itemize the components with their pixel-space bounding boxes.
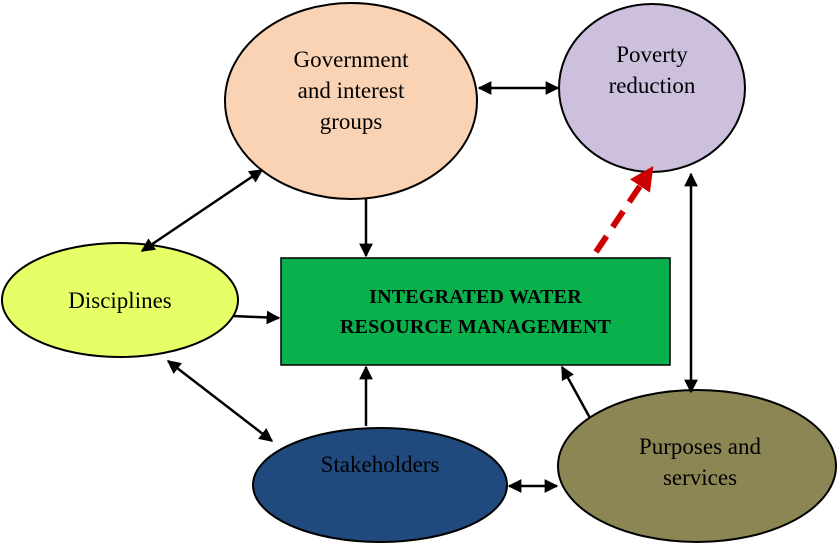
arrow-purposes-center [560,365,592,419]
stakeholders-label: Stakeholders [320,451,440,477]
arrow-government-disciplines [140,168,264,253]
stakeholders-node [252,427,508,543]
government-node [224,2,478,200]
purposes-label: Purposes and services [638,434,762,490]
center-label: INTEGRATED WATER RESOURCE MANAGEMENT [339,285,612,338]
poverty-label: Poverty reduction [608,42,696,98]
disciplines-label: Disciplines [68,287,172,313]
disciplines-node [1,242,239,358]
arrow-disciplines-center [232,310,281,325]
arrow-center-poverty-dashed [593,166,654,254]
center-box [280,257,671,366]
arrow-disciplines-stakeholders [166,360,274,442]
government-label: Government and interest groups [293,46,409,134]
